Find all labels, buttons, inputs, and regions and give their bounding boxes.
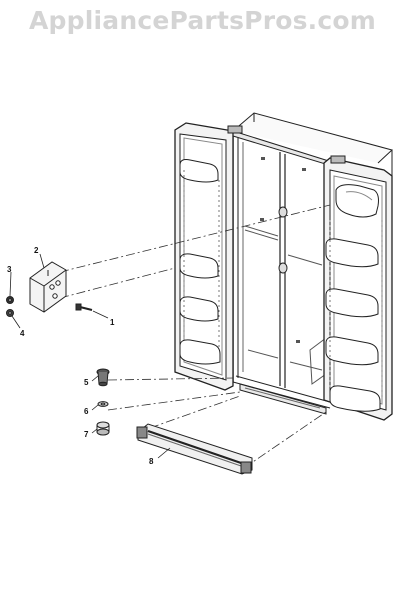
callout-2: 2 [34, 246, 39, 255]
leader-lines [9, 253, 171, 459]
screw-part [75, 303, 93, 311]
washer-part [6, 309, 14, 317]
hinge-pin-part [96, 368, 110, 387]
watermark-text: AppliancePartsPros.com [28, 6, 377, 35]
callout-1: 1 [110, 318, 115, 327]
toe-grille-part [136, 423, 253, 475]
left-door [174, 122, 243, 391]
right-door [323, 155, 393, 421]
callout-3: 3 [7, 265, 12, 274]
hinge-bracket-part [29, 261, 67, 313]
callout-4: 4 [20, 329, 25, 338]
assembly-guide-lines [59, 204, 331, 469]
callout-5: 5 [84, 378, 89, 387]
nut-part [6, 296, 14, 304]
callout-8: 8 [149, 457, 154, 466]
spacer-part [96, 421, 110, 436]
callout-7: 7 [84, 430, 89, 439]
washer-part-6 [97, 401, 109, 407]
callout-6: 6 [84, 407, 89, 416]
refrigerator-cabinet [232, 112, 394, 415]
